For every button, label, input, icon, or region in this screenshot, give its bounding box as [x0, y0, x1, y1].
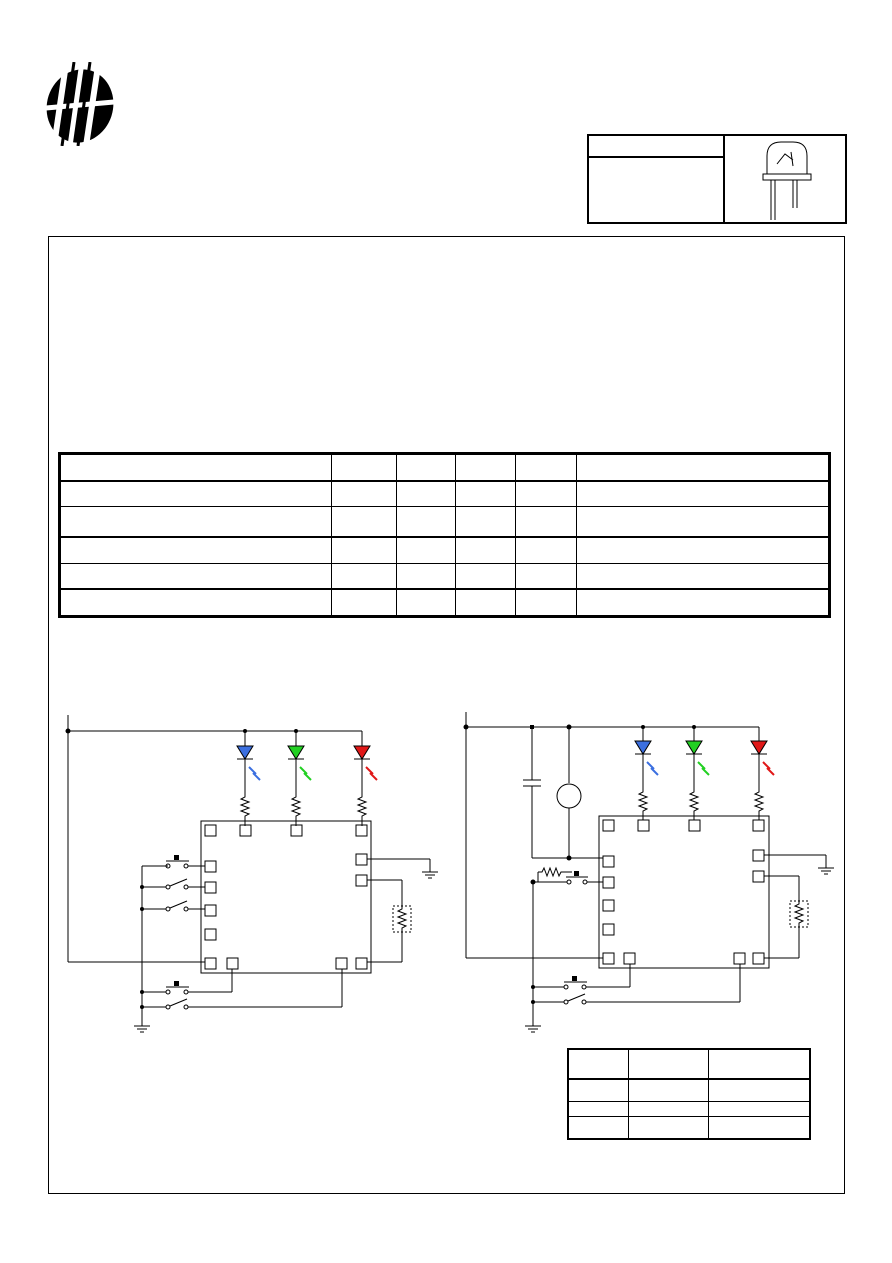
spec-cell: [395, 506, 457, 539]
header-body-cell: [589, 158, 725, 224]
small-table-cell: [567, 1078, 629, 1102]
spec-cell: [330, 562, 397, 591]
ic-chip-b: [598, 815, 770, 969]
spec-cell: [575, 506, 830, 539]
main-frame: [48, 236, 845, 1194]
small-table-cell: [567, 1048, 629, 1080]
spec-cell: [455, 588, 516, 617]
spec-cell: [330, 453, 397, 482]
spec-cell: [514, 562, 577, 591]
spec-cell: [395, 588, 457, 617]
spec-cell: [60, 562, 332, 591]
toggle-switch: [142, 969, 343, 1010]
small-table-cell: [627, 1116, 709, 1140]
small-table-cell: [707, 1078, 811, 1102]
circuit-a: [65, 715, 439, 1033]
blue-led: [236, 731, 261, 826]
red-led: [750, 727, 775, 820]
spec-cell: [514, 536, 577, 564]
spec-cell: [330, 506, 397, 539]
toggle-switch: [142, 878, 205, 890]
small-table-cell: [567, 1101, 629, 1117]
small-table-cell: [567, 1116, 629, 1140]
spec-cell: [575, 588, 830, 617]
spec-cell: [455, 562, 516, 591]
ic-chip-a: [200, 820, 372, 974]
push-switch: [165, 855, 205, 869]
spec-cell: [395, 562, 457, 591]
spec-cell: [514, 506, 577, 539]
spec-cell: [395, 480, 457, 508]
spec-table: [58, 452, 831, 618]
push-switch: [533, 871, 603, 885]
spec-cell: [514, 480, 577, 508]
toggle-switch: [142, 900, 205, 912]
spec-cell: [330, 588, 397, 617]
green-led: [287, 731, 312, 826]
spec-cell: [455, 480, 516, 508]
spec-cell: [60, 536, 332, 564]
spec-cell: [455, 506, 516, 539]
header-title-cell: [589, 136, 725, 158]
spec-cell: [60, 453, 332, 482]
green-led: [685, 727, 710, 820]
small-table-cell: [707, 1101, 811, 1117]
circuit-b: [463, 712, 835, 1033]
sensor-circle: [556, 727, 603, 861]
small-table-cell: [707, 1048, 811, 1080]
small-table-cell: [627, 1048, 709, 1080]
small-table: [567, 1048, 811, 1140]
spec-cell: [575, 480, 830, 508]
capacitor: [523, 727, 569, 859]
company-logo-icon: [45, 62, 115, 146]
spec-cell: [395, 536, 457, 564]
spec-cell: [455, 536, 516, 564]
spec-cell: [60, 480, 332, 508]
spec-cell: [330, 480, 397, 508]
push-switch: [142, 969, 233, 995]
push-switch: [533, 964, 631, 990]
blue-led: [634, 727, 659, 820]
spec-cell: [395, 453, 457, 482]
header-box: [587, 134, 847, 224]
small-table-cell: [707, 1116, 811, 1140]
small-table-cell: [627, 1078, 709, 1102]
spec-cell: [60, 506, 332, 539]
spec-cell: [60, 588, 332, 617]
red-led: [353, 731, 378, 826]
through-hole-led-icon: [762, 141, 812, 220]
application-circuits: [65, 712, 835, 1033]
spec-cell: [575, 536, 830, 564]
small-table-cell: [627, 1101, 709, 1117]
spec-cell: [514, 588, 577, 617]
spec-cell: [514, 453, 577, 482]
spec-cell: [575, 453, 830, 482]
spec-cell: [330, 536, 397, 564]
spec-cell: [455, 453, 516, 482]
spec-cell: [575, 562, 830, 591]
toggle-switch: [533, 964, 741, 1005]
